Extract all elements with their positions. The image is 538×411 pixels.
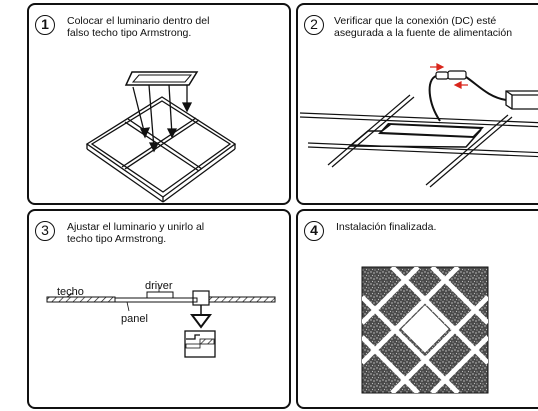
step-1-panel: 1 Colocar el luminario dentro del falso … <box>27 3 291 205</box>
finished-ceiling-illustration <box>361 266 489 394</box>
step-number-4: 4 <box>304 221 324 241</box>
label-techo: techo <box>57 286 84 298</box>
step-1-caption: Colocar el luminario dentro del falso te… <box>67 15 210 39</box>
step-4-panel: 4 Instalación finalizada. <box>296 209 538 409</box>
connection-illustration <box>299 63 538 188</box>
step-4-caption: Instalación finalizada. <box>336 221 437 233</box>
step-number-3: 3 <box>35 221 55 241</box>
step-3-panel: 3 Ajustar el luminario y unirlo al techo… <box>27 209 291 409</box>
step-number-2: 2 <box>304 15 324 35</box>
step-2-panel: 2 Verificar que la conexión (DC) esté as… <box>296 3 538 205</box>
step-3-caption: Ajustar el luminario y unirlo al techo t… <box>67 221 205 245</box>
section-detail-illustration: techo driver panel <box>46 280 276 358</box>
step-2-caption: Verificar que la conexión (DC) esté aseg… <box>334 15 513 39</box>
ceiling-drop-illustration <box>85 71 237 203</box>
step-number-1: 1 <box>35 15 55 35</box>
label-panel: panel <box>121 313 148 325</box>
label-driver: driver <box>145 280 173 292</box>
